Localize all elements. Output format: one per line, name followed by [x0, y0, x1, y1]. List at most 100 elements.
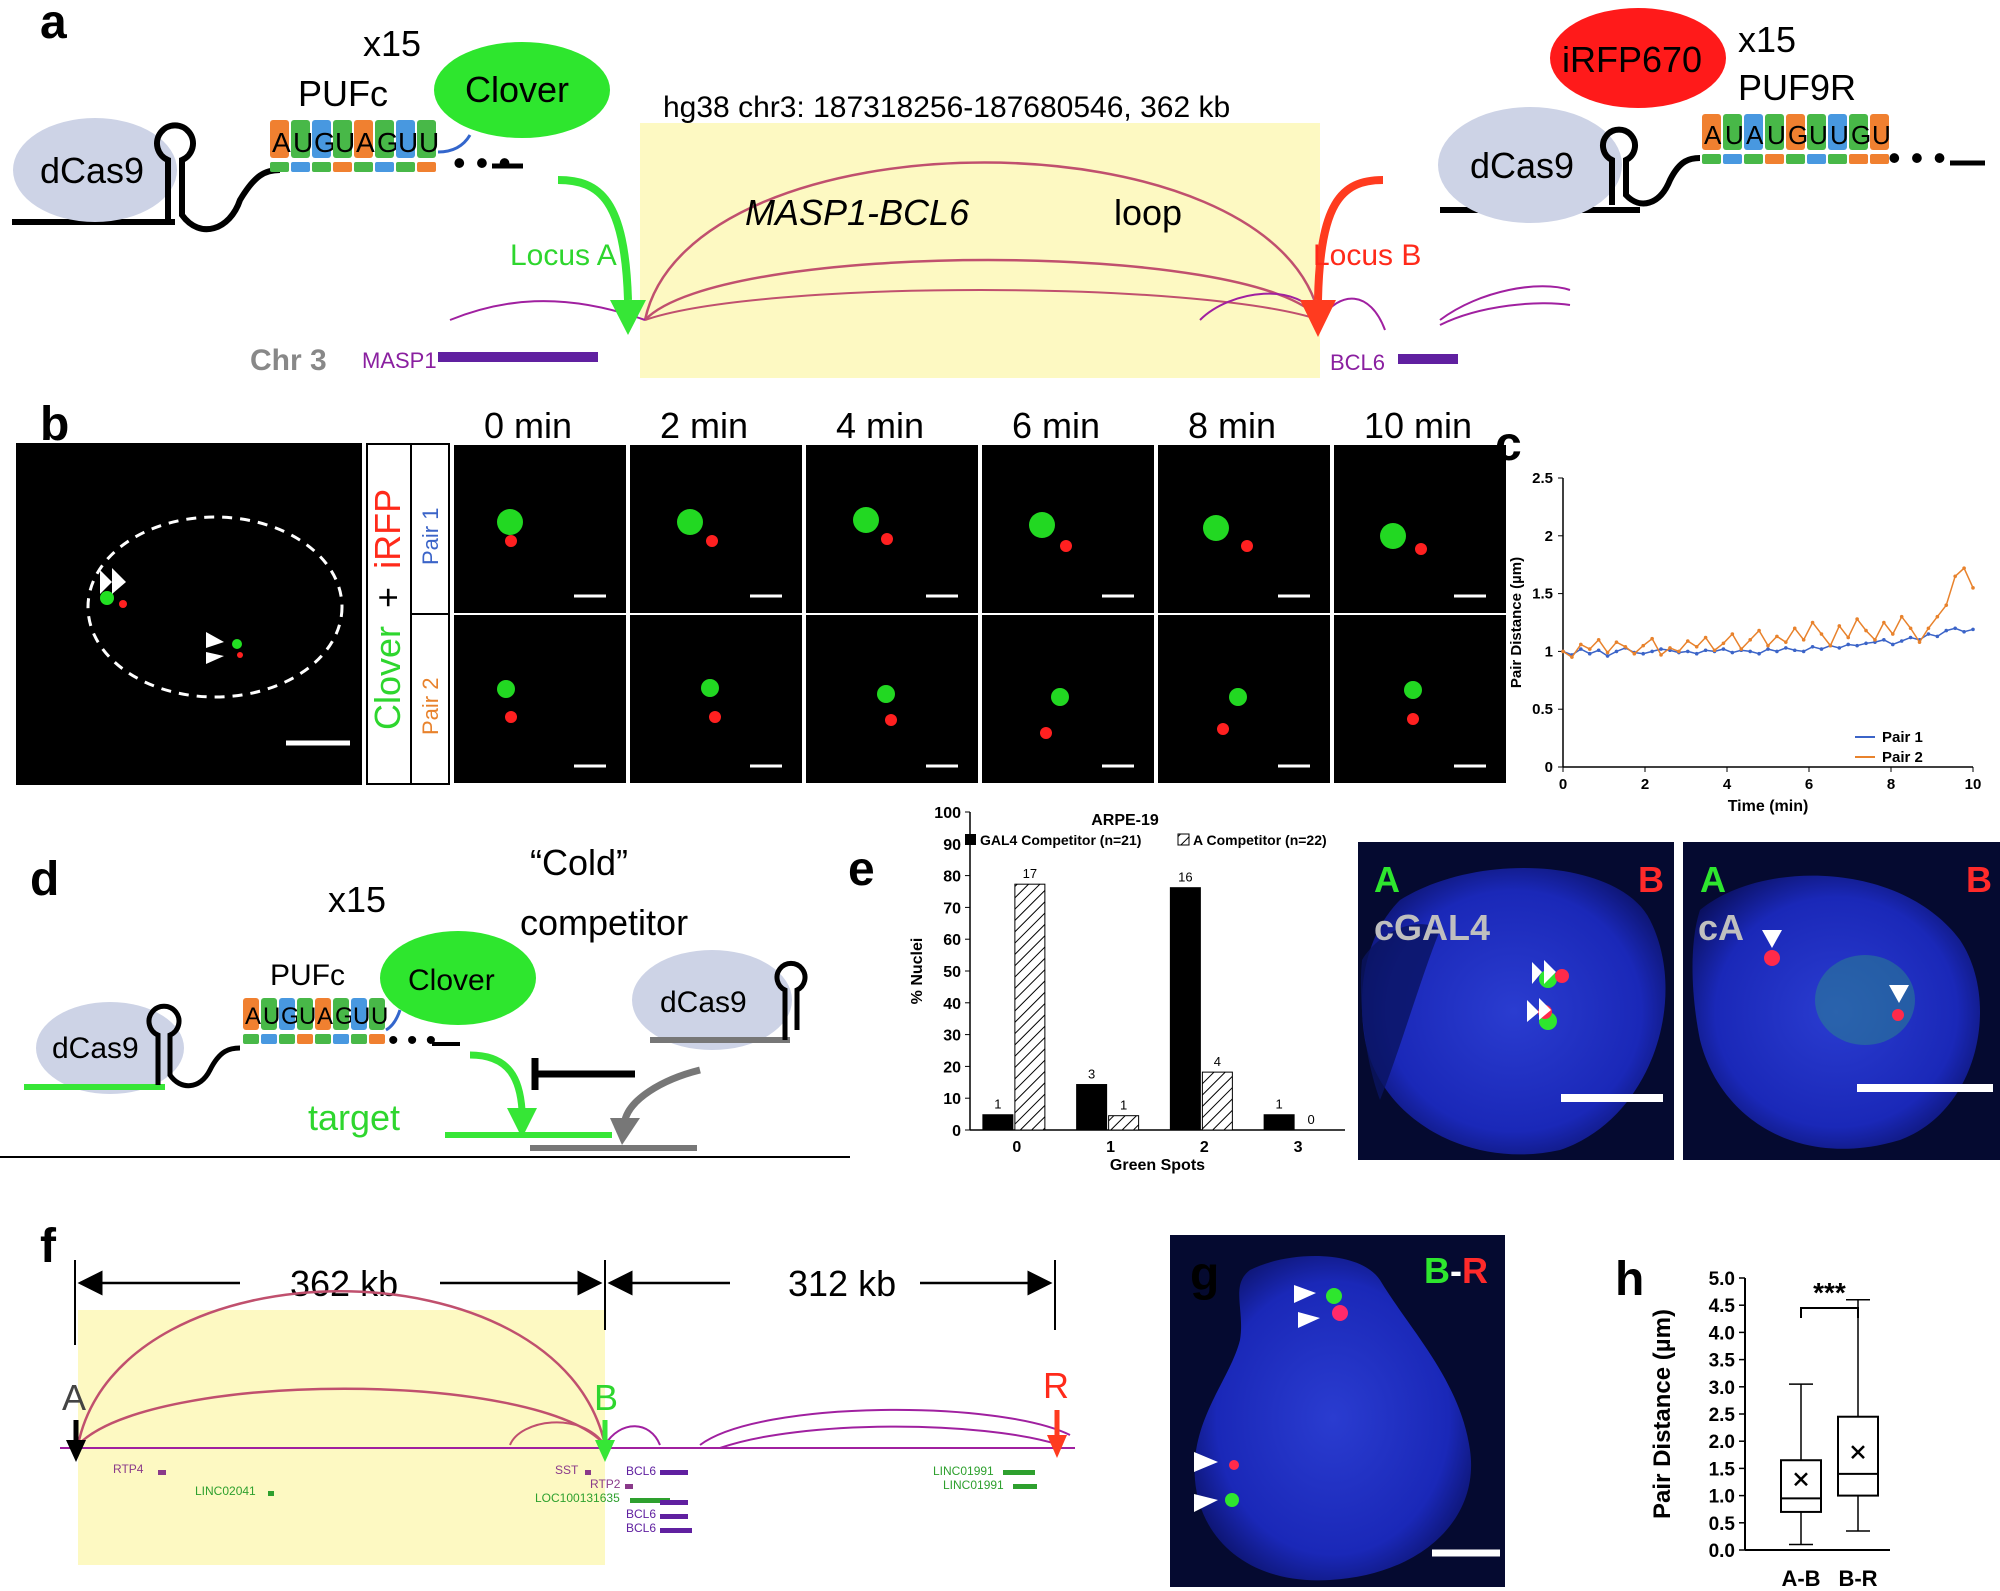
rna-letter: U: [353, 1003, 370, 1030]
dcas9-left: dCas9: [52, 1032, 139, 1065]
panel-h: h 0.00.51.01.52.02.53.03.54.04.55.0Pair …: [1615, 1253, 1890, 1591]
locus-b-arrowhead: [1300, 300, 1336, 337]
rna-letter: U: [1767, 120, 1786, 150]
data-label: 4: [1214, 1054, 1221, 1069]
x-tick-label: 8: [1887, 776, 1895, 793]
significance-label: ***: [1813, 1277, 1846, 1308]
competitor-arrow: [621, 1066, 701, 1122]
y-tick-label: 0: [952, 1123, 961, 1140]
data-point: [1721, 641, 1726, 646]
rna-block: [1702, 114, 1721, 150]
spot-green: [100, 591, 114, 605]
target-arrowhead: [507, 1108, 537, 1138]
dcas9-right: dCas9: [660, 986, 747, 1019]
y-tick-label: 50: [943, 964, 961, 981]
rna-letter: G: [281, 1003, 300, 1030]
frame-pair1: [982, 445, 1154, 613]
panel-label-a: a: [40, 0, 67, 49]
y-tick-label: 100: [934, 805, 961, 822]
rna-base: [291, 162, 310, 172]
y-tick-label: 2.5: [1709, 1405, 1736, 1426]
rna-block: [1723, 114, 1742, 150]
frame-pair1: [630, 445, 802, 613]
spot-green: [1404, 681, 1422, 699]
rna-block: [354, 120, 373, 158]
rna-block: [351, 998, 367, 1030]
data-point: [1837, 646, 1842, 650]
frame-pair2: [454, 615, 626, 783]
data-point: [1908, 626, 1913, 631]
spot-green: [853, 507, 879, 533]
box: [1780, 1459, 1822, 1513]
data-point: [1792, 626, 1797, 631]
rna-base: [297, 1034, 313, 1044]
data-point: [1650, 649, 1654, 654]
x-tick-label: 0: [1012, 1139, 1021, 1156]
kb-362: 362 kb: [290, 1263, 398, 1304]
irfp-blob: [1550, 8, 1726, 108]
arrowhead-r: [1047, 1435, 1067, 1458]
sgrna-competitor: [774, 960, 808, 1040]
rna-base: [1702, 154, 1721, 164]
data-point: [1855, 643, 1859, 648]
arrowhead-b: [595, 1440, 615, 1462]
loop-arc-small: [644, 289, 1321, 321]
data-point: [1703, 635, 1708, 640]
rna-base: [375, 162, 394, 172]
data-point: [1801, 649, 1806, 654]
rna-base: [369, 1034, 385, 1044]
spot-green: [1380, 523, 1406, 549]
time-label: 2 min: [660, 405, 748, 446]
clover-blob-d: [380, 931, 536, 1025]
pair2-strip: [412, 615, 448, 783]
gene-model: [158, 1470, 166, 1475]
rna-base: [396, 162, 415, 172]
data-point: [1766, 643, 1770, 648]
gene-model: [630, 1498, 670, 1503]
y-tick-label: 1.0: [1709, 1487, 1735, 1508]
data-label: 1: [994, 1097, 1001, 1112]
panel-label-b: b: [40, 398, 69, 451]
rna-block: [333, 120, 352, 158]
spot-green: [497, 680, 515, 698]
y-tick-label: 1.5: [1532, 586, 1553, 603]
spot-green: [1029, 512, 1055, 538]
rna-letter: G: [314, 127, 336, 158]
data-point: [1819, 632, 1824, 636]
frame-pair1: [454, 445, 626, 613]
rna-letter: G: [335, 1003, 354, 1030]
gene-model: [660, 1470, 688, 1475]
rna-letter: U: [263, 1003, 280, 1030]
data-point: [1730, 632, 1735, 636]
label-dash: -: [1450, 1250, 1462, 1291]
chr-label: Chr 3: [250, 344, 327, 377]
locus-b-arrow: [1314, 176, 1384, 301]
gene-label: LINC02041: [195, 1484, 256, 1498]
rna-base: [351, 1034, 367, 1044]
spot-red: [1415, 543, 1427, 555]
label-strip-main: [368, 445, 410, 783]
frame-pair1: [1334, 445, 1506, 613]
pair2-label: Pair 2: [418, 678, 443, 735]
y-tick-label: 90: [943, 837, 961, 854]
data-point: [1908, 635, 1913, 640]
rna-base: [1786, 154, 1805, 164]
mean-marker: [1794, 1472, 1808, 1487]
rna-base: [417, 162, 436, 172]
y-tick-label: 3.0: [1709, 1378, 1735, 1399]
x-tick-label: 4: [1723, 776, 1732, 793]
legend-label: GAL4 Competitor (n=21): [980, 832, 1141, 848]
spot-red: [1555, 969, 1569, 983]
data-point: [1561, 649, 1565, 654]
data-point: [1971, 586, 1975, 590]
rna-letter: A: [272, 127, 291, 158]
spot-green: [1051, 688, 1069, 706]
rna-base: [243, 1034, 259, 1044]
x-tick-label: 10: [1965, 776, 1982, 793]
spot-green: [1203, 515, 1229, 541]
chart-title: ARPE-19: [1091, 812, 1159, 829]
